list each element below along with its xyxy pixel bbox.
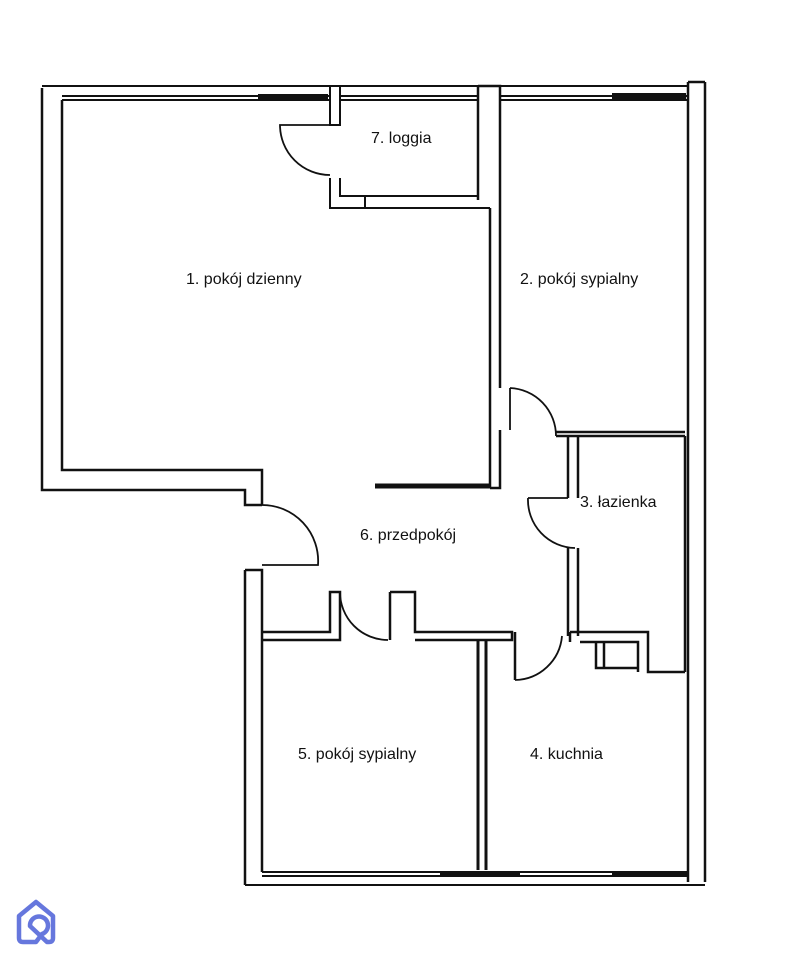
loggia-walls — [329, 86, 490, 209]
room-label-hallway: 6. przedpokój — [360, 527, 457, 544]
bathroom-door — [527, 497, 576, 549]
bathroom-walls — [556, 430, 687, 672]
kitchen-door — [514, 635, 563, 681]
wall-right — [686, 80, 707, 882]
room-label-loggia: 7. loggia — [371, 130, 432, 147]
wall-1-2 — [476, 84, 502, 490]
room5-door — [339, 591, 389, 641]
wall-left-lower — [243, 568, 264, 885]
room-label-kitchen: 4. kuchnia — [530, 746, 603, 763]
entry-door — [261, 504, 320, 566]
loggia-door — [279, 124, 331, 176]
bathroom-bottom — [570, 630, 685, 674]
room-label-bedroom-2: 2. pokój sypialny — [520, 271, 639, 288]
room-label-living-room: 1. pokój dzienny — [186, 271, 302, 288]
room2-door — [509, 387, 557, 437]
house-pin-logo-icon — [16, 899, 56, 945]
window-bar — [258, 93, 686, 100]
wall-top — [42, 85, 688, 101]
room-label-bathroom: 3. łazienka — [580, 494, 657, 511]
wall-5-4-top — [262, 590, 572, 680]
wall-5-4 — [476, 640, 488, 870]
room-label-bedroom-5: 5. pokój sypialny — [298, 746, 417, 763]
wall-left — [40, 88, 264, 507]
